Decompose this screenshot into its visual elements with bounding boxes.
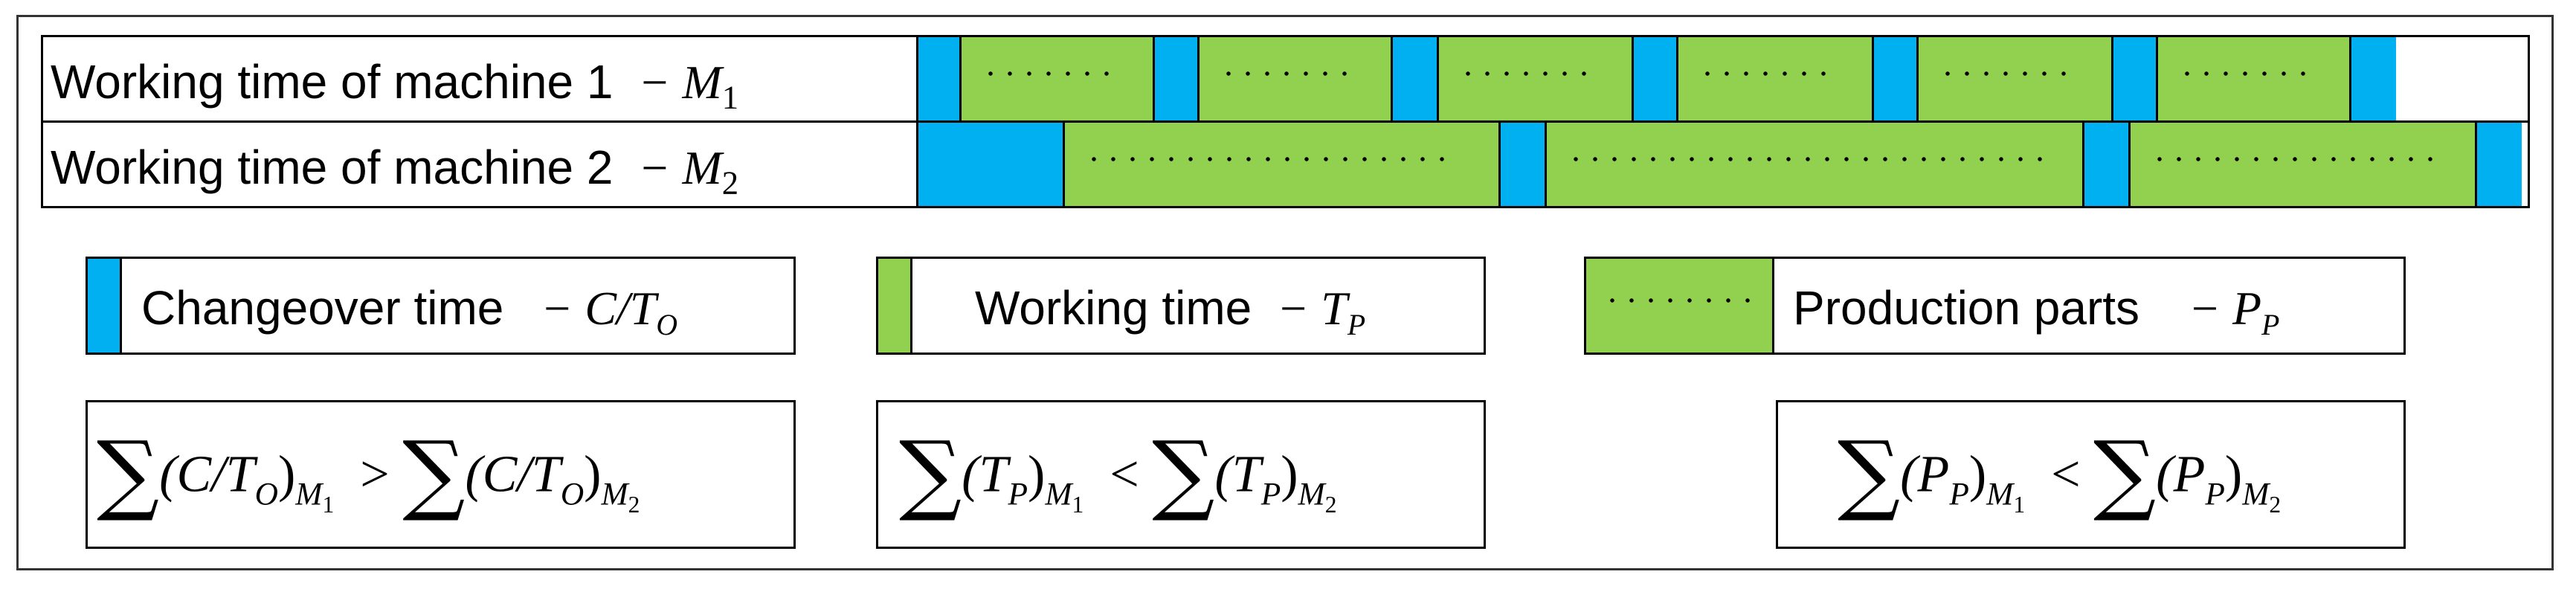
working-segment [1065,123,1501,206]
changeover-segment [1634,37,1678,120]
working-segment [1919,37,2113,120]
formula-changeover: ∑(C/TO)M1 > ∑(C/TO)M2 [97,422,640,524]
working-segment [1200,37,1393,120]
legend-working-swatch [878,259,912,353]
formula-working-box: ∑(TP)M1 < ∑(TP)M2 [876,400,1486,549]
legend-production: Production parts − PP [1584,257,2406,355]
changeover-segment [1155,37,1200,120]
legend-production-label: Production parts [1793,281,2140,335]
formula-production: ∑(PP)M1 < ∑(PP)M2 [1838,422,2282,524]
machine1-label: Working time of machine 1 − M1 [51,55,739,116]
production-dots-icon [2150,157,2435,161]
production-dots-icon [1603,298,1759,303]
production-dots-icon [1084,157,1459,161]
legend-working-label: Working time [975,281,1252,335]
working-segment [1547,123,2084,206]
machine1-timeline-bar [916,35,2530,123]
changeover-segment [2351,37,2396,120]
changeover-segment [2477,123,2522,206]
production-dots-icon [1698,71,1832,76]
production-dots-icon [1458,71,1592,76]
changeover-segment [2113,37,2158,120]
production-dots-icon [2177,71,2310,76]
changeover-segment [1393,37,1439,120]
changeover-segment [2084,123,2131,206]
legend-changeover: Changeover time − C/TO [86,257,796,355]
changeover-segment [918,37,962,120]
machine1-label-cell [41,35,918,123]
formula-production-box: ∑(PP)M1 < ∑(PP)M2 [1776,400,2406,549]
legend-changeover-label: Changeover time [141,281,504,335]
working-segment [962,37,1155,120]
production-dots-icon [981,71,1113,76]
working-segment [1439,37,1634,120]
changeover-segment [1874,37,1919,120]
production-dots-icon [1938,71,2072,76]
machine2-label-cell [41,120,918,208]
changeover-segment [1501,123,1547,206]
working-segment [1678,37,1874,120]
legend-working: Working time − TP [876,257,1486,355]
formula-working: ∑(TP)M1 < ∑(TP)M2 [899,422,1337,524]
formula-changeover-box: ∑(C/TO)M1 > ∑(C/TO)M2 [86,400,796,549]
legend-production-swatch [1586,259,1774,353]
production-dots-icon [1566,157,2043,161]
machine2-label: Working time of machine 2 − M2 [51,141,739,202]
machine2-timeline-bar [916,120,2530,208]
working-segment [2158,37,2351,120]
working-segment [2131,123,2477,206]
production-dots-icon [1219,71,1351,76]
changeover-segment [918,123,1065,206]
legend-changeover-swatch [88,259,122,353]
